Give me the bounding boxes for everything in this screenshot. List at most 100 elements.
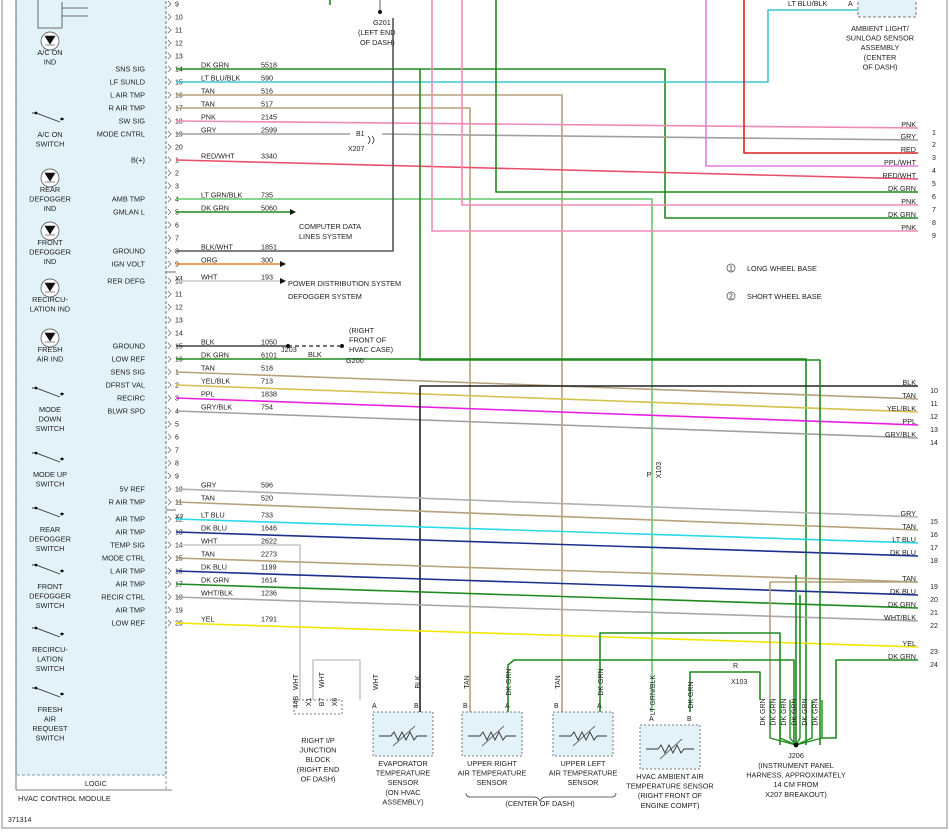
- wire-color-label: DK GRN: [201, 204, 229, 213]
- right-wire-color: DK BLU: [890, 587, 916, 596]
- switch-contact: [60, 632, 64, 636]
- right-wire-color: DK GRN: [888, 184, 916, 193]
- pin-number: 15: [175, 344, 183, 351]
- circuit-number: 1851: [261, 243, 277, 252]
- connector-label: X2: [175, 514, 184, 521]
- circuit-number: 1646: [261, 524, 277, 533]
- right-wire-number: 22: [930, 623, 938, 630]
- x207-label: X207: [348, 146, 364, 153]
- pin-chevron: [167, 515, 172, 523]
- indicator-label: AIR IND: [37, 355, 64, 364]
- j206-desc: 14 CM FROM: [774, 780, 819, 789]
- pin-chevron: [167, 260, 172, 268]
- g201-desc: OF DASH): [360, 38, 395, 47]
- wire-amb-tmp: [176, 198, 653, 712]
- right-wire-color: PNK: [901, 120, 916, 129]
- pin-chevron: [167, 528, 172, 536]
- right-wire-number: 12: [930, 414, 938, 421]
- sensor-wire-label: LT GRN/BLK: [650, 675, 657, 716]
- right-wire-number: 3: [932, 155, 936, 162]
- right-wire-number: 1: [932, 130, 936, 137]
- circuit-number: 2145: [261, 113, 277, 122]
- x103-p-label: P: [647, 472, 652, 479]
- pin-chevron: [167, 182, 172, 190]
- right-wire-color: WHT/BLK: [884, 613, 916, 622]
- wire-l-air-tmp-1199: [175, 570, 919, 596]
- j206-wire-label: DK GRN: [802, 698, 809, 725]
- ambient-sensor-box: [857, 0, 917, 18]
- hvac-case-label: HVAC CASE): [349, 345, 393, 354]
- pin-number: 6: [175, 223, 179, 230]
- pin-function-label: SENS SIG: [111, 368, 146, 377]
- wire-amb-sensor-grn: [689, 671, 761, 712]
- wire-color-label: RED/WHT: [201, 152, 235, 161]
- right-wire-number: 2: [932, 142, 936, 149]
- indicator-label: SWITCH: [36, 140, 65, 149]
- wire-color-label: TAN: [201, 100, 215, 109]
- right-wire-number: 4: [932, 168, 936, 175]
- wire-color-label: TAN: [201, 364, 215, 373]
- x207-connector: [367, 135, 375, 145]
- pin-function-label: RECIR CTRL: [101, 593, 145, 602]
- pin-chevron: [167, 91, 172, 99]
- legend-marker: [726, 291, 736, 301]
- right-wire-number: 16: [930, 532, 938, 539]
- thermistor-arrow: [572, 725, 596, 747]
- switch-contact: [60, 117, 64, 121]
- pin-number: 20: [175, 145, 183, 152]
- right-wire-color: TAN: [902, 574, 916, 583]
- thermistor-arrow: [659, 738, 683, 760]
- pin-number: 12: [175, 305, 183, 312]
- right-wire-number: 14: [930, 440, 938, 447]
- pin-chevron: [167, 156, 172, 164]
- pin-number: 17: [175, 106, 183, 113]
- junction-label: (RIGHT END: [297, 765, 339, 774]
- switch-contact: [34, 506, 38, 510]
- indicator-label: FRONT: [37, 582, 63, 591]
- legend-marker: [726, 263, 736, 273]
- pin-number: 3: [175, 396, 179, 403]
- pin-number: 8: [175, 461, 179, 468]
- pin-chevron: [167, 498, 172, 506]
- pin-function-label: LF SUNLD: [110, 78, 145, 87]
- pin-chevron: [167, 290, 172, 298]
- pin-number: 19: [175, 132, 183, 139]
- connector-label: X1: [175, 276, 184, 283]
- sensor-wire-label: TAN: [555, 675, 562, 688]
- thermistor-arrow: [481, 725, 505, 747]
- pin-number: 16: [175, 93, 183, 100]
- sensor-name: (ON HVAC: [385, 788, 420, 797]
- right-wire-color: PPL: [902, 417, 916, 426]
- sensor-name: HVAC AMBIENT AIR: [636, 772, 703, 781]
- pin-chevron: [167, 541, 172, 549]
- wire-ur-sensor-grn: [507, 659, 795, 745]
- wire-sns-sig: [176, 68, 918, 219]
- sensor-name: TEMPERATURE SENSOR: [626, 782, 713, 791]
- indicator-label: SWITCH: [36, 601, 65, 610]
- right-wire-color: DK BLU: [890, 548, 916, 557]
- wire-color-label: WHT/BLK: [201, 589, 233, 598]
- right-wire-color: YEL/BLK: [887, 404, 916, 413]
- wire-right-3: [743, 0, 918, 154]
- wire-color-label: BLK/WHT: [201, 243, 234, 252]
- indicator-label: AIR: [44, 715, 56, 724]
- g201-label: G201: [373, 18, 391, 27]
- circuit-number: 3340: [261, 152, 277, 161]
- pin-function-label: L AIR TMP: [110, 567, 145, 576]
- pin-number: 11: [175, 292, 182, 299]
- pin-number: 19: [175, 608, 183, 615]
- indicator-label: SWITCH: [36, 734, 65, 743]
- wire-j206-to-x3: [795, 575, 801, 745]
- wire-layer: [175, 0, 919, 746]
- junction-label: JUNCTION: [300, 746, 337, 755]
- pin-function-label: LOW REF: [112, 355, 146, 364]
- ambient-sensor-label: (CENTER: [864, 53, 896, 62]
- pin-function-label: MODE CTRL: [102, 554, 145, 563]
- switch-contact: [34, 563, 38, 567]
- pin-number: 7: [175, 448, 179, 455]
- junction-pin: 44B: [293, 695, 300, 708]
- sensor-name: AIR TEMPERATURE: [458, 769, 527, 778]
- sensor-pin-a: A: [372, 703, 377, 710]
